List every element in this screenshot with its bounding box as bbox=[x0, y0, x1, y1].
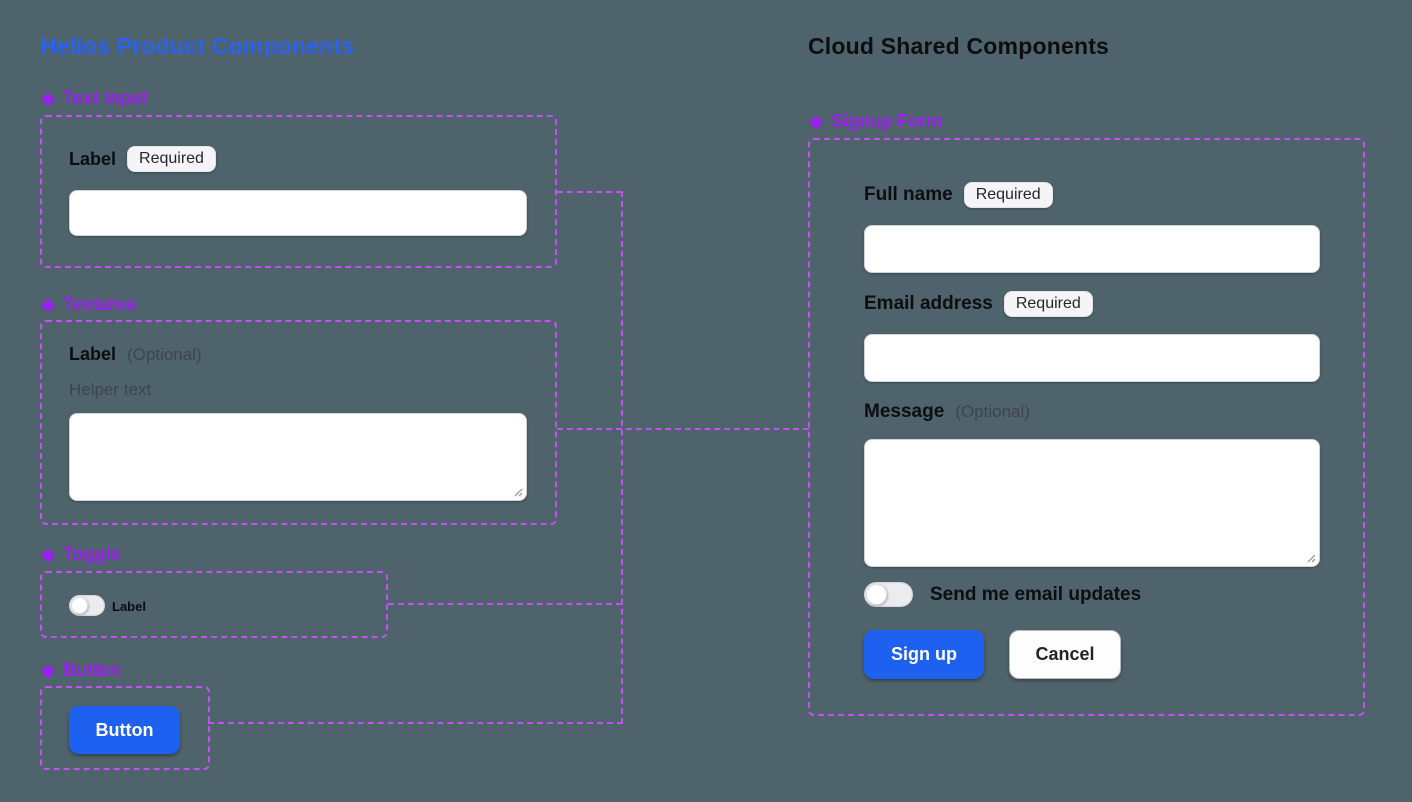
sample-button[interactable]: Button bbox=[69, 706, 180, 754]
required-badge: Required bbox=[963, 182, 1053, 208]
email-label: Email address bbox=[864, 293, 993, 314]
right-panel-title: Cloud Shared Components bbox=[808, 33, 1110, 59]
connector-text-input bbox=[557, 191, 622, 193]
component-icon: ❖ bbox=[808, 112, 825, 133]
text-input-field[interactable] bbox=[69, 190, 527, 236]
toggle-component-frame: Label bbox=[40, 571, 388, 638]
section-label-button: ❖ Button bbox=[40, 660, 121, 681]
cancel-button[interactable]: Cancel bbox=[1009, 630, 1121, 679]
email-input[interactable] bbox=[864, 334, 1320, 382]
toggle-label: Label bbox=[112, 599, 146, 614]
section-label-textarea: ❖ Textarea bbox=[40, 294, 136, 315]
text-input-label: Label bbox=[69, 148, 117, 169]
section-label-text: Button bbox=[63, 660, 122, 680]
section-label-text-input: ❖ Text Input bbox=[40, 88, 148, 109]
full-name-label: Full name bbox=[864, 184, 953, 205]
required-badge: Required bbox=[1003, 291, 1093, 317]
optional-hint: (Optional) bbox=[955, 402, 1030, 421]
textarea-component-frame: Label (Optional) Helper text bbox=[40, 320, 557, 525]
connector-button bbox=[208, 722, 623, 724]
toggle-knob bbox=[866, 584, 887, 605]
full-name-input[interactable] bbox=[864, 225, 1320, 273]
required-badge: Required bbox=[127, 146, 216, 172]
helper-text: Helper text bbox=[69, 380, 152, 399]
email-updates-toggle[interactable] bbox=[864, 582, 913, 607]
connector-textarea-to-form bbox=[557, 428, 809, 430]
sign-up-button[interactable]: Sign up bbox=[864, 630, 984, 679]
resize-handle-icon[interactable] bbox=[1304, 551, 1316, 563]
text-input-component-frame: Label Required bbox=[40, 115, 557, 268]
message-label: Message bbox=[864, 401, 945, 422]
section-label-text: Signup Form bbox=[831, 111, 943, 131]
toggle-knob bbox=[71, 597, 88, 614]
toggle-switch[interactable] bbox=[69, 595, 105, 616]
component-icon: ❖ bbox=[40, 661, 57, 682]
component-icon: ❖ bbox=[40, 89, 57, 110]
signup-form-frame: Full name Required Email address Require… bbox=[808, 138, 1365, 716]
component-icon: ❖ bbox=[40, 545, 57, 566]
section-label-text: Textarea bbox=[63, 294, 136, 314]
left-panel-title: Helios Product Components bbox=[40, 33, 355, 59]
optional-hint: (Optional) bbox=[127, 344, 202, 364]
button-component-frame: Button bbox=[40, 686, 210, 770]
textarea-label: Label bbox=[69, 344, 117, 364]
section-label-text: Text Input bbox=[63, 88, 148, 108]
connector-bus-vertical bbox=[621, 191, 623, 724]
message-textarea[interactable] bbox=[864, 439, 1320, 567]
section-label-toggle: ❖ Toggle bbox=[40, 544, 121, 565]
section-label-signup-form: ❖ Signup Form bbox=[808, 111, 942, 132]
resize-handle-icon[interactable] bbox=[511, 485, 523, 497]
email-updates-label: Send me email updates bbox=[930, 584, 1142, 605]
section-label-text: Toggle bbox=[63, 544, 121, 564]
component-icon: ❖ bbox=[40, 295, 57, 316]
textarea-field[interactable] bbox=[69, 413, 527, 501]
connector-toggle bbox=[388, 603, 622, 605]
